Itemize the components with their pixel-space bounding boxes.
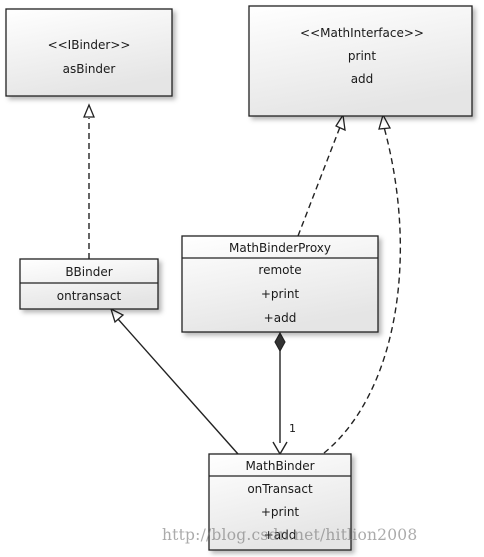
mathbinderproxy-name: MathBinderProxy xyxy=(229,241,331,255)
mathbinderproxy-member: +print xyxy=(261,287,300,301)
bbinder-box: BBinder ontransact xyxy=(19,258,159,310)
mathbinder-mathinterface-realization-line xyxy=(323,126,402,454)
composition-multiplicity: 1 xyxy=(289,422,296,435)
mathbinder-box: MathBinder onTransact +print +add xyxy=(208,453,352,551)
mathinterface-box: <<MathInterface>> print add xyxy=(248,5,473,117)
proxy-mathinterface-realization-line xyxy=(297,126,341,237)
composition-arrowhead xyxy=(272,441,288,456)
mathbinder-bbinder-generalization-line xyxy=(117,318,239,455)
bbinder-name: BBinder xyxy=(65,265,112,279)
ibinder-box: <<IBinder>> asBinder xyxy=(5,8,173,97)
mathbinderproxy-member: remote xyxy=(258,263,301,277)
generalization-arrowhead xyxy=(109,307,125,324)
watermark-text: http://blog.csdn.net/hitlion2008 xyxy=(162,526,418,544)
mathbinder-member: +print xyxy=(261,505,300,519)
bbinder-member: ontransact xyxy=(57,289,122,303)
mathbinder-name: MathBinder xyxy=(245,459,314,473)
ibinder-stereotype: <<IBinder>> xyxy=(48,38,131,52)
mathbinderproxy-member: +add xyxy=(264,311,297,325)
mathinterface-stereotype: <<MathInterface>> xyxy=(300,26,424,40)
mathbinderproxy-box: MathBinderProxy remote +print +add xyxy=(181,235,379,333)
mathbinder-member: +add xyxy=(264,528,297,542)
mathbinder-member: onTransact xyxy=(247,482,313,496)
mathbinder-realization-arrowhead xyxy=(378,113,392,130)
proxy-realization-arrowhead xyxy=(335,113,346,132)
composition-diamond xyxy=(274,331,286,353)
mathinterface-member: print xyxy=(348,49,376,63)
mathinterface-member: add xyxy=(351,72,374,86)
ibinder-realization-arrowhead xyxy=(83,103,95,118)
ibinder-member: asBinder xyxy=(63,62,116,76)
